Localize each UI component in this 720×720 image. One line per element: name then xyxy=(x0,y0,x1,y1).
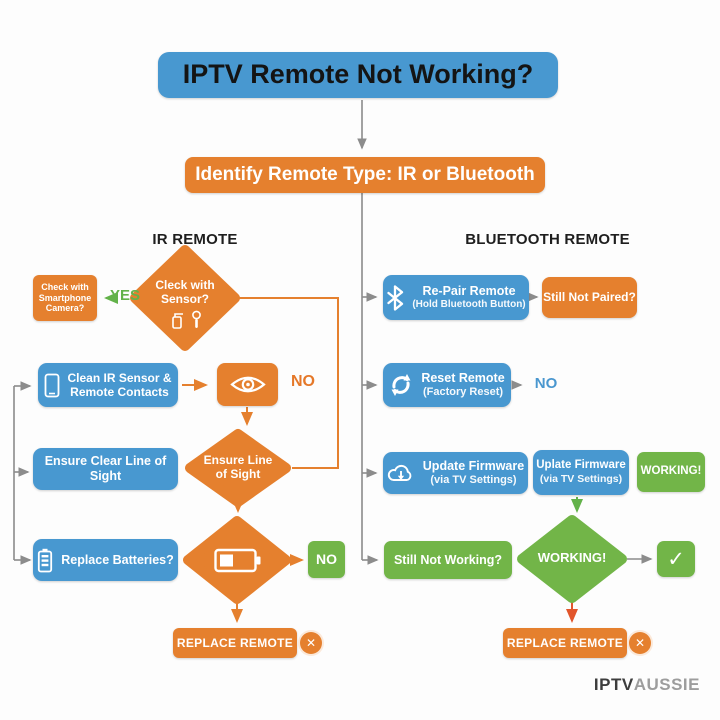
working-diamond xyxy=(517,515,627,603)
replace-batteries-box: Replace Batteries? xyxy=(33,539,178,581)
bluetooth-remote-header: BLUETOOTH REMOTE xyxy=(465,231,630,248)
identify-remote-type-box: Identify Remote Type: IR or Bluetooth xyxy=(185,157,545,193)
logo-bold-text: IPTV xyxy=(593,675,634,694)
check-icon: ✓ xyxy=(667,546,685,571)
line-of-sight-diamond xyxy=(185,429,291,507)
reset-remote-box: Reset Remote (Factory Reset) xyxy=(383,363,511,407)
battery-diamond xyxy=(183,516,291,604)
check-sensor-diamond xyxy=(130,245,240,351)
green-connectors xyxy=(104,292,583,513)
replace-remote-box-bt: REPLACE REMOTE xyxy=(503,628,627,658)
title-box: IPTV Remote Not Working? xyxy=(158,52,558,98)
gray-connectors xyxy=(13,100,653,565)
check-sensor-diamond-label: Cleck with Sensor? xyxy=(155,278,215,306)
working-diamond-label: WORKING! xyxy=(537,550,607,565)
eye-check-box xyxy=(217,363,278,406)
bluetooth-icon xyxy=(387,284,404,311)
no-label-reset: NO xyxy=(534,375,558,392)
refresh-icon xyxy=(391,374,411,396)
clean-ir-sensor-box: Clean IR Sensor & Remote Contacts xyxy=(38,363,178,407)
battery-vertical-icon xyxy=(38,548,53,572)
cleaning-icons xyxy=(163,310,209,329)
ensure-clear-line-of-sight-box: Ensure Clear Line of Sight xyxy=(33,448,178,490)
line-of-sight-diamond-label: Ensure Line of Sight xyxy=(203,453,273,481)
repair-remote-box: Re-Pair Remote (Hold Bluetooth Button) xyxy=(383,275,529,320)
still-not-working-box: Still Not Working? xyxy=(384,541,512,579)
battery-horizontal-icon xyxy=(214,548,261,573)
no-box-battery: NO xyxy=(308,541,345,578)
swab-icon xyxy=(191,310,201,328)
replace-remote-box-ir: REPLACE REMOTE xyxy=(173,628,297,658)
update-firmware-box-2: Uplate Firmware (via TV Settings) xyxy=(533,450,629,495)
ir-remote-header: IR REMOTE xyxy=(152,231,238,248)
orange-connectors xyxy=(182,297,339,623)
yes-label: YES xyxy=(109,287,140,304)
cross-icon: ✕ xyxy=(300,632,322,654)
check-box: ✓ xyxy=(657,541,695,577)
smartphone-camera-box: Check with Smartphone Camera? xyxy=(33,275,97,321)
cloud-download-icon xyxy=(387,464,412,481)
working-box: WORKING! xyxy=(637,452,705,492)
logo-light-text: AUSSIE xyxy=(633,675,700,694)
page-title: IPTV Remote Not Working? xyxy=(182,59,534,90)
iptvaussie-logo: IPTVAUSSIE xyxy=(594,675,700,695)
cross-icon: ✕ xyxy=(629,632,651,654)
spray-bottle-icon xyxy=(171,313,183,329)
still-not-paired-box: Still Not Paired? xyxy=(542,277,637,318)
eye-icon xyxy=(229,376,266,393)
update-firmware-box: Update Firmware (via TV Settings) xyxy=(383,452,528,494)
no-label-eye: NO xyxy=(291,373,315,390)
smartphone-icon xyxy=(45,373,60,397)
